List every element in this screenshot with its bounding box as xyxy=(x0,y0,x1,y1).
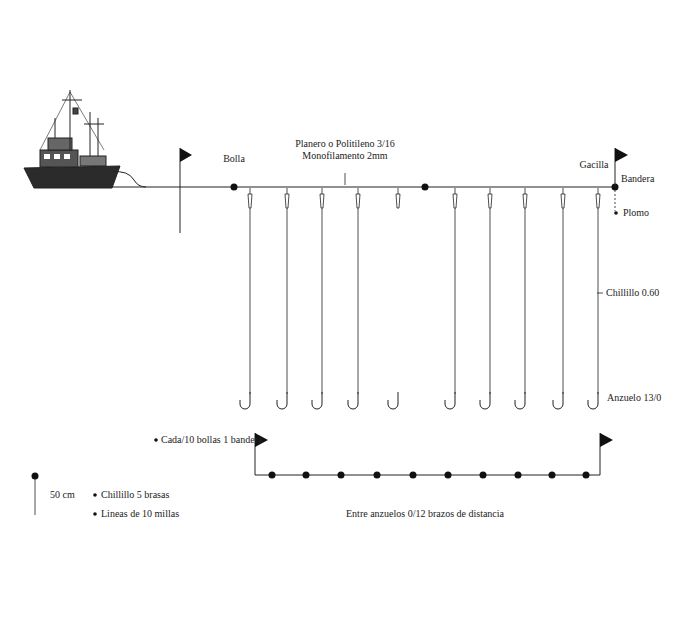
hook-label: Anzuelo 13/0 xyxy=(607,392,661,404)
weight-label: Plomo xyxy=(623,207,649,219)
branch-label: Chillillo 0.60 xyxy=(606,287,659,299)
hook-branches xyxy=(240,188,600,409)
note: Chillillo 5 brasas xyxy=(101,489,169,501)
part-label: Gacilla xyxy=(580,159,609,171)
spacing-note: Entre anzuelos 0/12 brazos de distancia xyxy=(346,508,504,520)
scale-mark xyxy=(32,473,97,516)
flag-label: Bandera xyxy=(621,173,654,185)
buoy-flag-scheme xyxy=(154,433,613,479)
line-label: Monofilamento 2mm xyxy=(302,150,387,162)
note: Cada/10 bollas 1 bandera xyxy=(161,434,262,446)
buoy-label: Bolla xyxy=(223,153,245,165)
note: Lineas de 10 millas xyxy=(101,508,179,520)
scale-label: 50 cm xyxy=(50,489,75,501)
fishing-boat xyxy=(24,90,120,188)
line-label: Planero o Politileno 3/16 xyxy=(295,138,395,150)
